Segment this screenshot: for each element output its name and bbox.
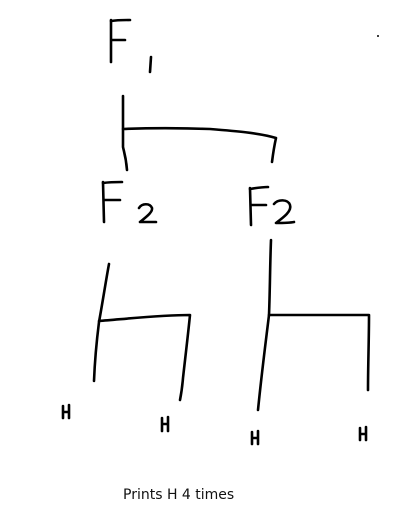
right-subtree-edges xyxy=(256,238,371,412)
right-node-f2: F2 xyxy=(248,185,296,227)
caption-text: Prints H 4 times xyxy=(123,487,235,503)
left-node-f2: F2 xyxy=(101,180,158,224)
leaf-h-3 xyxy=(250,429,260,446)
leaf-h-2 xyxy=(160,415,170,433)
stray-dot xyxy=(377,35,379,37)
left-subtree-edges xyxy=(92,262,192,402)
leaf-h-4 xyxy=(358,425,368,442)
root-edges xyxy=(121,94,278,172)
root-node-f1: F1 xyxy=(109,18,153,74)
leaf-h-1 xyxy=(61,403,71,420)
